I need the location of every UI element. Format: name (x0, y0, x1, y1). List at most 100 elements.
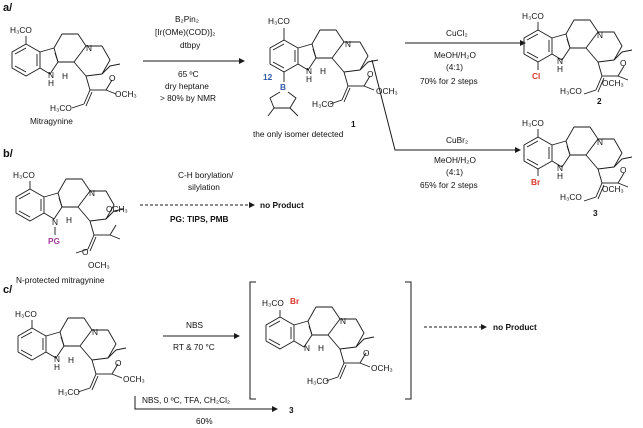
borylation-cond-4: 65 ºC (178, 69, 199, 79)
nbs-tfa-arrowhead (272, 406, 278, 412)
cucl2-arrowhead (520, 40, 526, 46)
mitragynine-enol: H₃CO (50, 103, 72, 113)
borylation-cond-6: > 80% by NMR (160, 93, 216, 103)
mitc-n: N (92, 327, 98, 337)
cmpd1-ester: OCH₃ (376, 86, 398, 96)
cmpd1-boron: B (280, 82, 286, 92)
borylation-cond-1: B₂Pin₂ (175, 14, 199, 24)
nprot-ester: OCH₃ (88, 260, 110, 270)
inter-n: N (340, 316, 346, 326)
cmpd3-ome: H₃CO (522, 118, 544, 128)
mitragynine-c-structure: H₃CO N N H H O OCH₃ H₃CO (15, 309, 145, 397)
cmpd3-n: N (597, 137, 603, 147)
mitc-o: O (115, 358, 122, 368)
inter-bromine: Br (290, 296, 300, 306)
nbs-cond: RT & 70 °C (173, 342, 215, 352)
mitragynine-nh: N (48, 70, 54, 80)
pg-definition: PG: TIPS, PMB (170, 214, 229, 224)
ch-borylation-arrowhead (249, 202, 255, 208)
mitc-enol: H₃CO (58, 387, 80, 397)
inter-ester: OCH₃ (371, 363, 393, 373)
inter-n-indole: N (304, 343, 310, 353)
mitc-nh: N (54, 354, 60, 364)
inter-enol: H₃CO (307, 376, 329, 386)
n-protected-label: N-protected mitragynine (16, 275, 105, 285)
cmpd3-nh-h: H (557, 171, 563, 181)
cmpd2-ome: H₃CO (522, 11, 544, 21)
nprot-n-indole: N (52, 217, 58, 227)
cucl2-cond-2: (4:1) (446, 62, 463, 72)
nbs-reagent: NBS (186, 320, 204, 330)
nbs-tfa-cond: NBS, 0 ºC, TFA, CH₂Cl₂ (142, 395, 230, 405)
compound-2-number: 2 (597, 96, 602, 106)
ch-borylation-cond-1: C-H borylation/ (178, 170, 234, 180)
right-bracket (405, 281, 412, 400)
cmpd3-ester: OCH₃ (602, 184, 624, 194)
compound-1-structure: H₃CO N N H H O OCH₃ H₃CO B 12 (263, 16, 398, 117)
borylation-arrowhead (239, 58, 245, 64)
cmpd1-o: O (367, 69, 374, 79)
compound-3-number-c: 3 (289, 405, 294, 415)
mitc-ester: OCH₃ (123, 374, 145, 384)
borylation-cond-5: dry heptane (165, 81, 209, 91)
compound-3-structure: H₃CO N N H O OCH₃ H₃CO Br (522, 118, 633, 202)
panel-label-a: a/ (3, 2, 12, 14)
mitragynine-n: N (86, 43, 92, 53)
cmpd2-o: O (620, 58, 627, 68)
cmpd1-h: H (320, 66, 326, 76)
cmpd3-enol: H₃CO (560, 192, 582, 202)
cubr2-reagent: CuBr₂ (446, 135, 468, 145)
nbs-tfa-arrow (134, 396, 272, 410)
compound-1-number: 1 (351, 119, 356, 129)
cmpd3-bromine: Br (531, 177, 541, 187)
no-product-b: no Product (260, 200, 304, 210)
mitragynine-ester: OCH₃ (115, 89, 137, 99)
borylation-cond-3: dtbpy (180, 40, 201, 50)
cucl2-reagent: CuCl₂ (446, 28, 468, 38)
nbs-tfa-yield: 60% (196, 416, 213, 426)
inter-ome: H₃CO (262, 298, 284, 308)
nprot-n: N (89, 188, 95, 198)
nprot-enol: OCH₃ (106, 204, 128, 214)
cmpd2-ester: OCH₃ (602, 78, 624, 88)
cmpd2-enol: H₃CO (560, 86, 582, 96)
nbs-arrowhead (234, 333, 240, 339)
inter-o: O (363, 348, 370, 358)
cmpd1-enol: H₃CO (312, 99, 334, 109)
panel-label-c: c/ (3, 284, 12, 296)
cucl2-cond-1: MeOH/H₂O (434, 50, 476, 60)
mitragynine-label: Mitragynine (30, 116, 73, 126)
mitc-h: H (68, 355, 74, 365)
ch-borylation-cond-2: silylation (188, 182, 220, 192)
bromo-intermediate-structure: H₃CO Br N N H O OCH₃ H₃CO (262, 296, 393, 386)
cucl2-cond-3: 70% for 2 steps (420, 76, 478, 86)
cmpd2-nh: N (557, 56, 563, 66)
mitragynine-nh-h: H (48, 78, 54, 88)
cmpd2-chlorine: Cl (532, 71, 540, 81)
nprot-o: O (82, 247, 89, 257)
cmpd3-nh: N (557, 163, 563, 173)
no-product-c: no Product (493, 322, 537, 332)
panel-label-b: b/ (3, 148, 13, 160)
intermediate-arrowhead (481, 324, 487, 330)
cmpd2-n: N (597, 30, 603, 40)
compound-2-structure: H₃CO N N H O OCH₃ H₃CO Cl (522, 11, 633, 96)
compound-3-number: 3 (593, 208, 598, 218)
cubr2-cond-1: MeOH/H₂O (434, 155, 476, 165)
cmpd1-position-12: 12 (263, 72, 273, 82)
cubr2-arrowhead (515, 147, 521, 153)
mitragynine-o: O (109, 73, 116, 83)
left-bracket (249, 281, 256, 400)
borylation-cond-2: [Ir(OMe)(COD)]₂ (155, 27, 215, 37)
mitc-nh-h: H (54, 362, 60, 372)
cmpd1-nh-h: H (306, 74, 312, 84)
mitc-ome: H₃CO (15, 309, 37, 319)
nprot-ome: H₃CO (13, 170, 35, 180)
mitragynine-h: H (62, 71, 68, 81)
mitragynine-structure: H₃CO N N H H O OCH₃ H₃CO (10, 25, 137, 113)
n-protected-structure: H₃CO N N H PG OCH₃ O OCH₃ (13, 170, 128, 270)
only-isomer-label: the only isomer detected (253, 129, 344, 139)
cmpd1-ome: H₃CO (268, 16, 290, 26)
cmpd1-nh: N (306, 66, 312, 76)
